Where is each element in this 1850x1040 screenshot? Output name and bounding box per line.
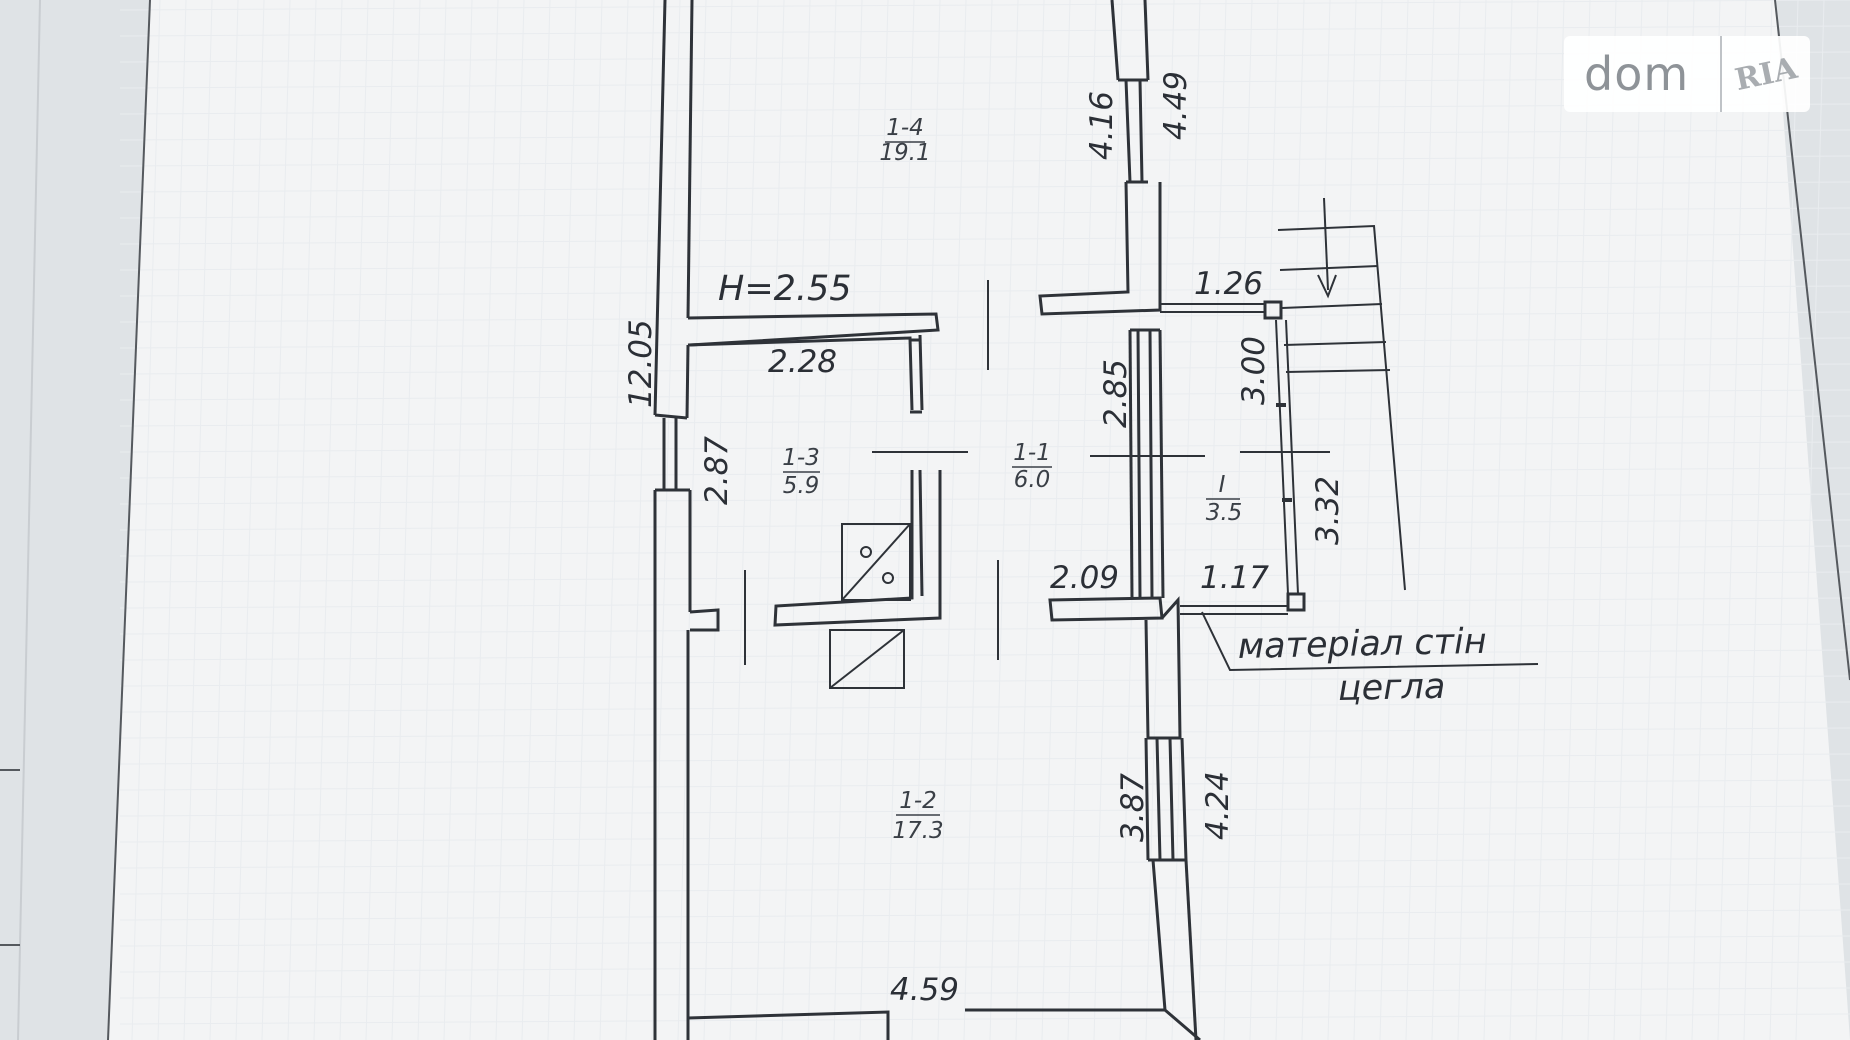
fixtures (829, 523, 911, 689)
ria-badge-text: RIA (1731, 50, 1801, 98)
dim-bottom-right-inner: 3.87 (1115, 773, 1151, 842)
dim-room13-width: 2.28 (768, 344, 837, 380)
room-id: 1-4 (886, 115, 924, 141)
paper-grid (119, 0, 1850, 1040)
room-label-1-1: 1-1 6.0 (1012, 440, 1052, 493)
sink-fixture (829, 629, 905, 689)
room-id: I (1219, 472, 1226, 498)
wall-material-note-line1: матеріал стін (1237, 622, 1487, 667)
domria-watermark: dom RIA (1564, 36, 1810, 112)
paper-sheet (108, 0, 1850, 1040)
room-labels: 1-4 19.1 1-3 5.9 1-1 6.0 1-2 17.3 I 3.5 (782, 115, 1242, 844)
stove-fixture (841, 523, 911, 601)
room-area: 17.3 (892, 818, 943, 844)
sheet-edge-line (17, 0, 41, 1040)
frame-border-right (1774, 0, 1850, 681)
dim-porch-bottom: 1.17 (1200, 560, 1269, 596)
ceiling-height-label: H=2.55 (718, 269, 852, 309)
walls (653, 0, 1201, 1040)
room-label-1-3: 1-3 5.9 (782, 445, 820, 499)
dim-top-right-inner: 4.16 (1084, 91, 1120, 160)
room-label-1-4: 1-4 19.1 (879, 115, 930, 166)
room-area: 19.1 (879, 140, 930, 166)
room-id: 1-2 (899, 788, 937, 814)
room-area: 3.5 (1206, 500, 1243, 526)
wall-material-note-line2: цегла (1337, 667, 1445, 709)
room-area: 6.0 (1014, 467, 1051, 493)
room-id: 1-1 (1013, 440, 1051, 466)
dim-porch-outer: 3.32 (1310, 476, 1346, 545)
dim-top-right-outer: 4.49 (1158, 71, 1194, 140)
dim-hall-height: 2.85 (1098, 359, 1134, 428)
frame-border-left (107, 0, 151, 1040)
dim-bottom-right-outer: 4.24 (1200, 771, 1236, 840)
dim-hall-bottom: 2.09 (1050, 560, 1119, 596)
dim-room13-height: 2.87 (699, 436, 735, 505)
ria-badge: RIA (1720, 36, 1810, 112)
porch (1160, 197, 1539, 672)
room-area: 5.9 (783, 473, 820, 499)
room-label-porch: I 3.5 (1206, 472, 1243, 526)
watermark-text: dom (1584, 47, 1690, 101)
dim-porch-inner: 3.00 (1236, 336, 1272, 405)
door-markers (744, 280, 1330, 665)
room-label-1-2: 1-2 17.3 (892, 788, 943, 844)
dim-overall-left: 12.05 (623, 319, 659, 408)
dim-bottom-width: 4.59 (890, 972, 959, 1008)
room-id: 1-3 (782, 445, 820, 471)
dim-porch-top: 1.26 (1194, 266, 1263, 302)
